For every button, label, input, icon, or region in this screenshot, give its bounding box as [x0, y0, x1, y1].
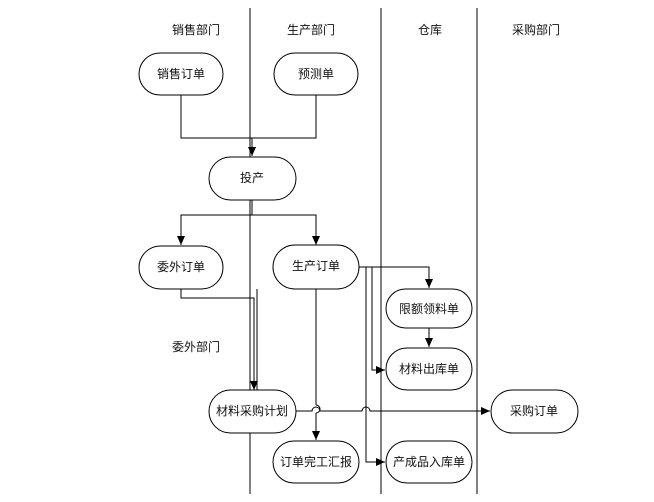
- connector-production-order-to-goods-receipt: [365, 267, 385, 466]
- node-production-order-shape: [272, 244, 360, 290]
- node-sales-order-shape: [138, 52, 224, 96]
- node-production-input[interactable]: 投产: [208, 156, 297, 201]
- node-production-input-shape: [208, 156, 297, 201]
- connector-to-outsource-order: [177, 214, 252, 245]
- node-order-completion-report[interactable]: 订单完工汇报: [272, 440, 360, 484]
- connector-production-order-to-limit-picking: [359, 266, 433, 288]
- lane-title-production: 生产部门: [287, 22, 335, 37]
- node-limit-picking-label: 限额领料单: [399, 302, 459, 316]
- lane-title-outsourcing: 委外部门: [172, 339, 220, 354]
- node-sales-order[interactable]: 销售订单: [138, 52, 224, 96]
- node-purchase-order-shape: [490, 389, 579, 434]
- lane-title-sales: 销售部门: [172, 22, 220, 37]
- connector-sales-order-to-production-input: [180, 95, 256, 156]
- node-forecast-label: 预测单: [298, 67, 334, 81]
- node-material-purchase-plan-label: 材料采购计划: [216, 403, 288, 418]
- node-forecast[interactable]: 预测单: [273, 52, 359, 96]
- lane-title-purchase: 采购部门: [512, 22, 560, 37]
- node-finished-goods-receipt[interactable]: 产成品入库单: [385, 440, 473, 484]
- node-material-purchase-plan-shape: [208, 389, 297, 434]
- node-production-input-label: 投产: [240, 170, 264, 185]
- node-forecast-shape: [273, 52, 359, 96]
- connector-material-plan-to-purchase-order: [295, 406, 490, 415]
- node-outsource-order-label: 委外订单: [157, 260, 205, 274]
- lane-title-warehouse: 仓库: [418, 22, 442, 37]
- connector-production-order-to-completion-report: [316, 289, 320, 440]
- node-material-issue-shape: [385, 347, 473, 391]
- node-finished-goods-receipt-shape: [385, 440, 473, 484]
- connector-outsource-to-material-plan: [180, 289, 258, 390]
- node-sales-order-label: 销售订单: [157, 66, 205, 81]
- node-purchase-order[interactable]: 采购订单: [490, 389, 579, 434]
- node-material-purchase-plan[interactable]: 材料采购计划: [208, 389, 297, 434]
- node-finished-goods-receipt-label: 产成品入库单: [393, 454, 465, 469]
- node-material-issue-label: 材料出库单: [399, 361, 459, 376]
- node-order-completion-report-shape: [272, 440, 360, 484]
- node-purchase-order-label: 采购订单: [510, 403, 558, 418]
- node-outsource-order[interactable]: 委外订单: [138, 245, 224, 290]
- connector-production-order-to-material-issue: [371, 267, 385, 374]
- connector-forecast-to-production-input: [252, 95, 317, 139]
- node-limit-picking-shape: [385, 288, 473, 329]
- node-production-order[interactable]: 生产订单: [272, 244, 360, 290]
- connectors: [177, 95, 490, 466]
- node-order-completion-report-label: 订单完工汇报: [280, 454, 352, 469]
- connector-to-production-order: [252, 214, 320, 245]
- node-limit-picking[interactable]: 限额领料单: [385, 288, 473, 329]
- node-material-issue[interactable]: 材料出库单: [385, 347, 473, 391]
- node-production-order-label: 生产订单: [292, 259, 340, 273]
- node-outsource-order-shape: [138, 245, 224, 290]
